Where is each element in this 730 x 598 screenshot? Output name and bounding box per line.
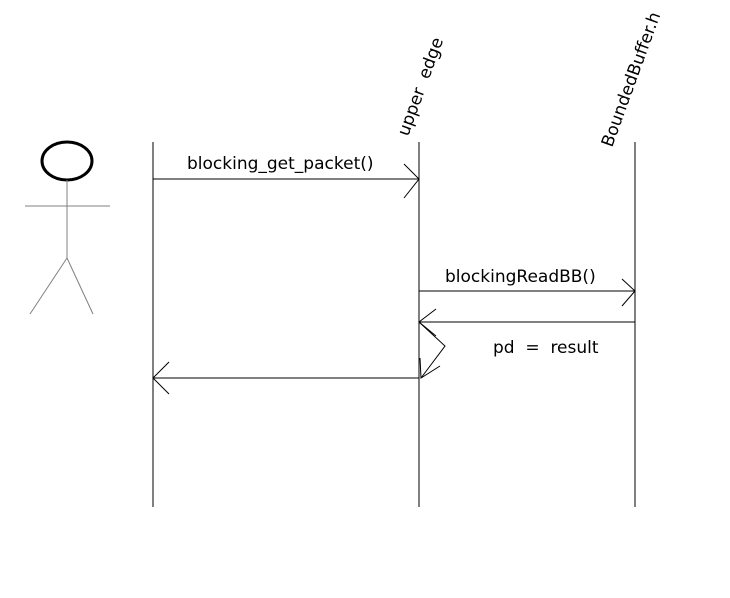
message-return-bb xyxy=(418,308,635,337)
message-label: blockingReadBB() xyxy=(445,267,596,287)
message-return-actor xyxy=(152,361,419,395)
message-label: pd = result xyxy=(493,338,599,358)
actor-head xyxy=(40,140,94,182)
arrowhead-open xyxy=(152,361,170,395)
actor-right-leg xyxy=(66,257,94,315)
message-label: blocking_get_packet() xyxy=(187,154,374,174)
actor-left-leg xyxy=(29,257,68,315)
arrowhead-open xyxy=(621,278,636,307)
message-blocking-get-packet: blocking_get_packet() xyxy=(153,154,420,199)
lifeline-label-bounded-buffer: BoundedBuffer.h xyxy=(598,10,665,150)
message-self-pd-result: pd = result xyxy=(418,321,599,379)
lifeline-label-upper-edge: upper edge xyxy=(394,35,448,139)
self-message-path xyxy=(418,321,446,379)
arrowhead-open xyxy=(419,357,441,379)
arrowhead-open xyxy=(403,163,420,199)
message-blocking-read-bb: blockingReadBB() xyxy=(419,267,636,307)
actor-figure xyxy=(25,140,110,315)
